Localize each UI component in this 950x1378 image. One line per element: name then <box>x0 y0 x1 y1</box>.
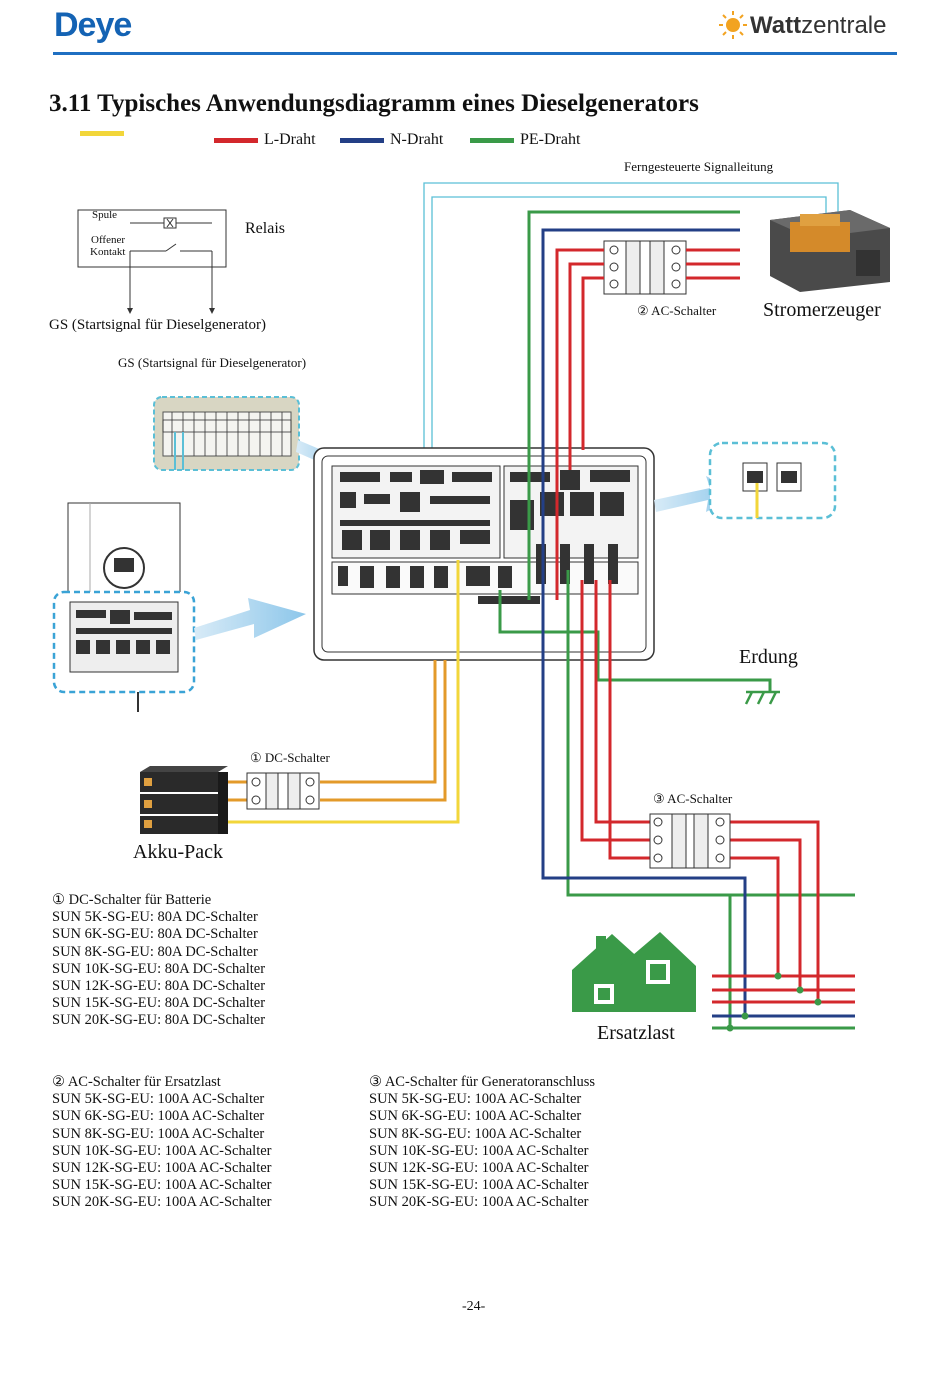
inverter-unit <box>52 502 196 712</box>
callout-arrow-inverter <box>194 598 306 640</box>
spec-line: SUN 6K-SG-EU: 80A DC-Schalter <box>52 926 258 943</box>
relay-diagram <box>77 209 227 314</box>
spec-line: SUN 5K-SG-EU: 100A AC-Schalter <box>369 1091 582 1108</box>
battery-label: Akku-Pack <box>133 841 223 863</box>
signal-line-label: Ferngesteuerte Signalleitung <box>624 159 774 174</box>
spec-line: SUN 10K-SG-EU: 100A AC-Schalter <box>369 1142 589 1159</box>
spec-ac-generator-title: ③ AC-Schalter für Generatoranschluss <box>369 1074 596 1090</box>
spec-line: SUN 20K-SG-EU: 100A AC-Schalter <box>52 1194 272 1211</box>
deye-logo: Deye <box>54 6 132 44</box>
spec-line: SUN 5K-SG-EU: 100A AC-Schalter <box>52 1091 265 1108</box>
wattzentrale-logo-light: zentrale <box>801 12 887 39</box>
ac-switch-2 <box>603 240 687 295</box>
spec-line: SUN 6K-SG-EU: 100A AC-Schalter <box>369 1108 582 1125</box>
legend-label-l-wire: L-Draht <box>264 131 316 148</box>
spec-ac-generator: ③ AC-Schalter für Generatoranschluss SUN… <box>369 1074 595 1212</box>
legend-swatch-l-wire <box>214 137 258 143</box>
spec-line: SUN 12K-SG-EU: 100A AC-Schalter <box>52 1160 272 1177</box>
generator-image <box>770 210 890 292</box>
spec-line: SUN 10K-SG-EU: 80A DC-Schalter <box>52 960 266 977</box>
wattzentrale-logo-bold: Watt <box>750 12 802 39</box>
spec-line: SUN 12K-SG-EU: 80A DC-Schalter <box>52 978 266 995</box>
relay-contact-label-1: Offener <box>91 234 125 246</box>
wattzentrale-logo: Wattzentrale <box>750 12 886 40</box>
gs-label-main: GS (Startsignal für Dieselgenerator) <box>49 317 267 333</box>
header-rule <box>53 52 897 55</box>
legend-item-pe-wire: PE-Draht <box>470 131 580 149</box>
spec-dc-battery: ① DC-Schalter für Batterie SUN 5K-SG-EU:… <box>52 892 265 1030</box>
spec-line: SUN 8K-SG-EU: 80A DC-Schalter <box>52 943 258 960</box>
legend-swatch-n-wire <box>340 137 384 143</box>
spec-line: SUN 15K-SG-EU: 100A AC-Schalter <box>52 1177 272 1194</box>
backup-wiring <box>541 570 855 1030</box>
spec-ac-backup-title: ② AC-Schalter für Ersatzlast <box>52 1074 221 1090</box>
spec-line: SUN 12K-SG-EU: 100A AC-Schalter <box>369 1160 589 1177</box>
spec-line: SUN 15K-SG-EU: 100A AC-Schalter <box>369 1177 589 1194</box>
legend-label-n-wire: N-Draht <box>390 131 444 148</box>
spec-line: SUN 15K-SG-EU: 80A DC-Schalter <box>52 995 266 1012</box>
spec-line: SUN 6K-SG-EU: 100A AC-Schalter <box>52 1108 265 1125</box>
ac-switch-3 <box>649 813 731 869</box>
house-icon <box>572 932 696 1012</box>
signal-line <box>423 182 839 490</box>
spec-line: SUN 8K-SG-EU: 100A AC-Schalter <box>52 1125 265 1142</box>
spec-line: SUN 10K-SG-EU: 100A AC-Schalter <box>52 1142 272 1159</box>
battery-pack-image <box>140 766 228 834</box>
spec-dc-battery-title: ① DC-Schalter für Batterie <box>52 892 212 908</box>
ground-wiring <box>498 590 780 705</box>
network-port-callout <box>708 441 837 520</box>
spec-line: SUN 20K-SG-EU: 80A DC-Schalter <box>52 1012 266 1029</box>
section-title: 3.11 Typisches Anwendungsdiagramm eines … <box>49 90 699 117</box>
relay-label: Relais <box>245 220 285 237</box>
spec-line: SUN 5K-SG-EU: 80A DC-Schalter <box>52 909 258 926</box>
relay-coil-label: Spule <box>92 209 118 221</box>
legend-label-pe-wire: PE-Draht <box>520 131 581 148</box>
dc-switch-1-label: ① DC-Schalter <box>250 750 330 765</box>
page-number: -24- <box>462 1299 486 1314</box>
spec-ac-backup: ② AC-Schalter für Ersatzlast SUN 5K-SG-E… <box>52 1074 272 1212</box>
inverter-panel <box>313 447 655 661</box>
spec-line: SUN 20K-SG-EU: 100A AC-Schalter <box>369 1194 589 1211</box>
legend-item-n-wire: N-Draht <box>340 131 443 149</box>
dc-switch-1 <box>246 772 320 810</box>
gs-terminal-block <box>153 396 300 471</box>
sun-icon <box>719 11 747 39</box>
generator-label: Stromerzeuger <box>763 299 881 321</box>
ac-switch-2-label: ② AC-Schalter <box>637 303 717 318</box>
legend-swatch-pe-wire <box>470 137 514 143</box>
ground-label: Erdung <box>739 646 798 668</box>
legend-item-yellow <box>80 131 130 136</box>
gs-label-small: GS (Startsignal für Dieselgenerator) <box>118 355 307 370</box>
legend-item-l-wire: L-Draht <box>214 131 316 149</box>
backup-load-label: Ersatzlast <box>597 1022 675 1044</box>
ac-switch-3-label: ③ AC-Schalter <box>653 791 733 806</box>
generator-wiring <box>527 210 740 600</box>
junction-dots <box>726 972 822 1032</box>
spec-line: SUN 8K-SG-EU: 100A AC-Schalter <box>369 1125 582 1142</box>
legend-swatch-yellow <box>80 131 124 136</box>
relay-contact-label-2: Kontakt <box>90 246 126 258</box>
